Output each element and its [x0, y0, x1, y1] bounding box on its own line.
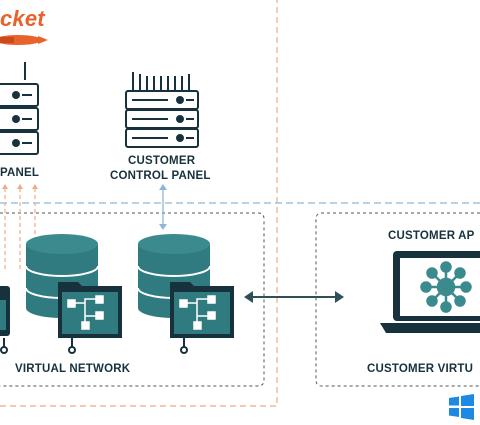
- windows-logo-icon: [449, 394, 474, 420]
- orange-arrowheads: [2, 184, 38, 189]
- virtual-network-label: VIRTUAL NETWORK: [15, 363, 131, 375]
- provider-zone-border: [0, 0, 278, 407]
- rocket-logo-icon: [0, 35, 48, 45]
- customer-virtual-label: CUSTOMER VIRTU: [367, 363, 474, 375]
- network-folder-icon: [58, 282, 122, 354]
- network-folder-icon: [170, 282, 234, 354]
- bidirectional-arrow-icon: [244, 291, 344, 303]
- control-panel-server-icon: [125, 72, 199, 148]
- hub-network-icon: [420, 261, 472, 313]
- server-rack-icon: [0, 62, 39, 155]
- logo-text: cket: [0, 6, 45, 31]
- left-panel-label: PANEL: [0, 167, 40, 179]
- customer-control-panel-label-line1: CUSTOMER: [128, 155, 196, 167]
- network-folder-icon: [0, 286, 10, 354]
- customer-control-panel-label-line2: CONTROL PANEL: [110, 170, 211, 182]
- virtual-network-border: [0, 212, 265, 387]
- control-panel-arrowheads: [159, 184, 167, 230]
- customer-app-label: CUSTOMER AP: [388, 230, 475, 242]
- customer-virtual-border: [315, 212, 480, 387]
